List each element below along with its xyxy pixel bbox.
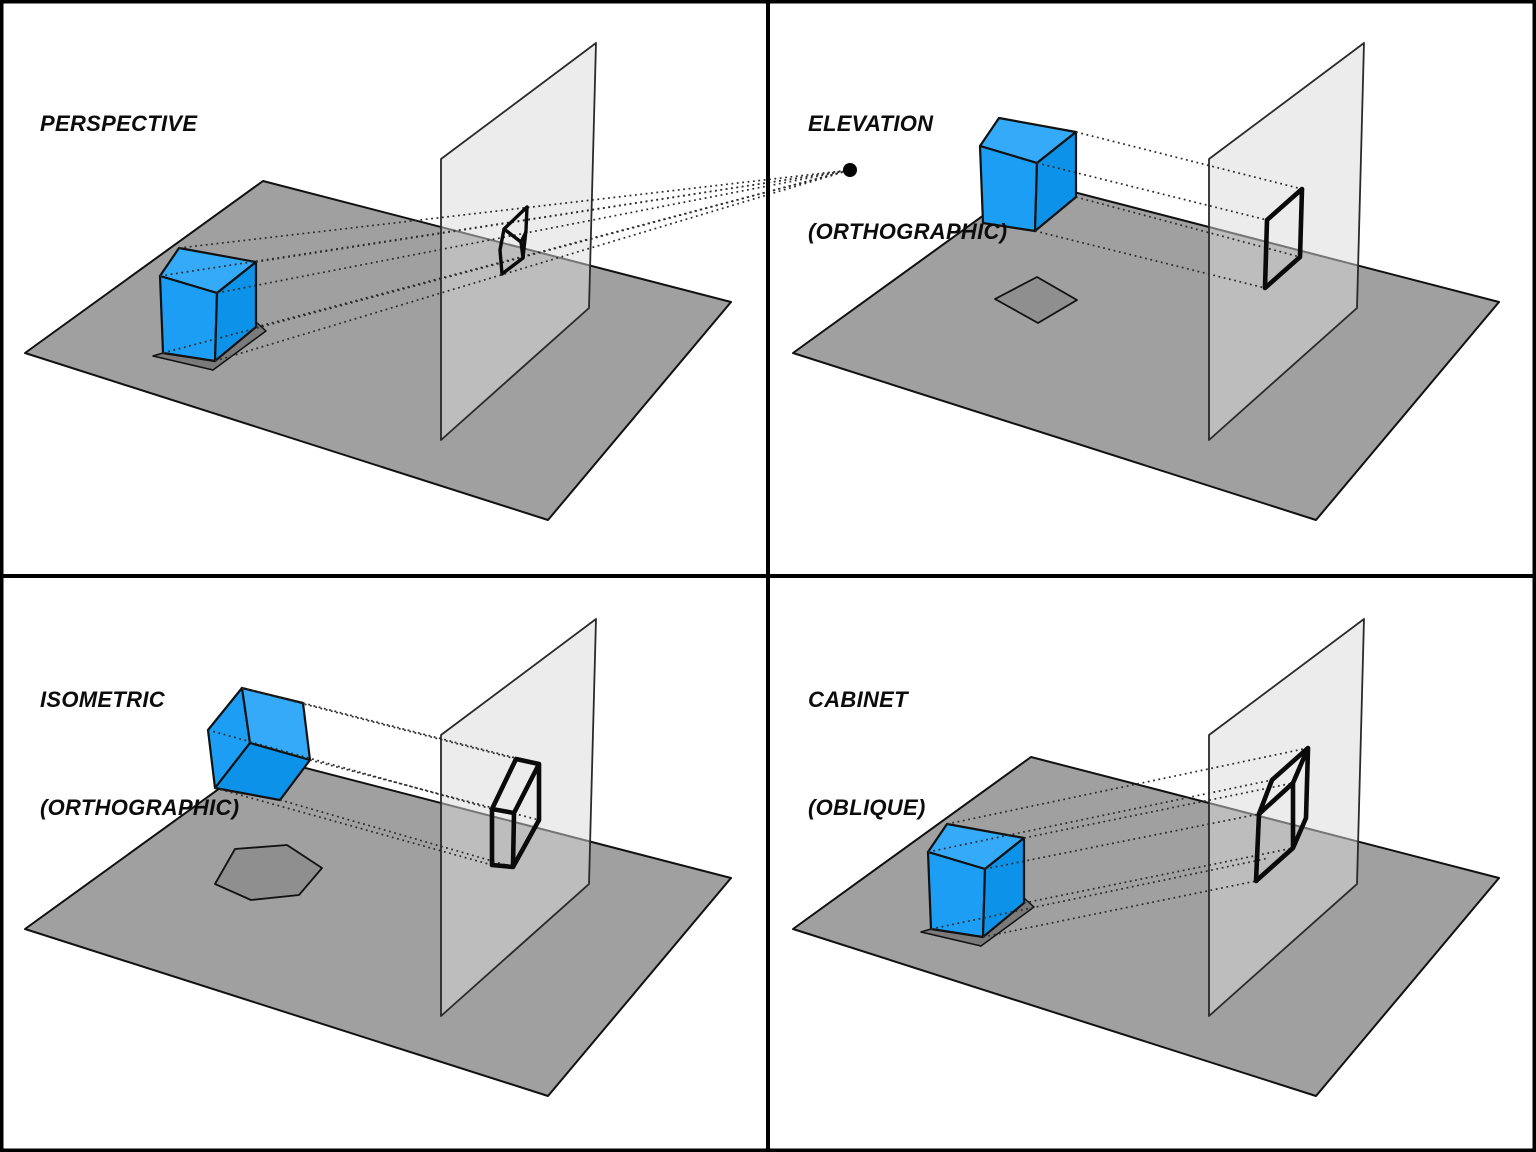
panel-title-line: ISOMETRIC: [40, 687, 165, 712]
projection-rays: [207, 687, 540, 868]
cube-shadow: [214, 844, 323, 901]
panel-title-line: PERSPECTIVE: [40, 111, 198, 136]
panel-title-isometric: ISOMETRIC (ORTHOGRAPHIC): [40, 610, 239, 898]
panel-title-line: (ORTHOGRAPHIC): [40, 795, 240, 820]
cube-shadow: [994, 276, 1078, 324]
projected-image-wireframe: [498, 205, 529, 276]
projected-image-wireframe: [1253, 745, 1311, 884]
panel-title-line: (ORTHOGRAPHIC): [808, 219, 1008, 244]
panel-title-perspective: PERSPECTIVE: [40, 34, 197, 286]
projected-image-wireframe: [1262, 186, 1305, 291]
panel-title-line: (OBLIQUE): [808, 795, 926, 820]
panel-cabinet: [792, 618, 1500, 1097]
panel-elevation: [792, 42, 1500, 521]
projected-image-wireframe: [489, 756, 542, 870]
eye-point: [843, 163, 857, 177]
panel-title-cabinet: CABINET (OBLIQUE): [808, 610, 926, 898]
panel-perspective: [24, 42, 857, 521]
panel-title-line: CABINET: [808, 687, 908, 712]
projection-rays: [927, 747, 1309, 938]
panel-title-elevation: ELEVATION (ORTHOGRAPHIC): [808, 34, 1007, 322]
panel-isometric: [24, 618, 732, 1097]
panel-title-line: ELEVATION: [808, 111, 934, 136]
